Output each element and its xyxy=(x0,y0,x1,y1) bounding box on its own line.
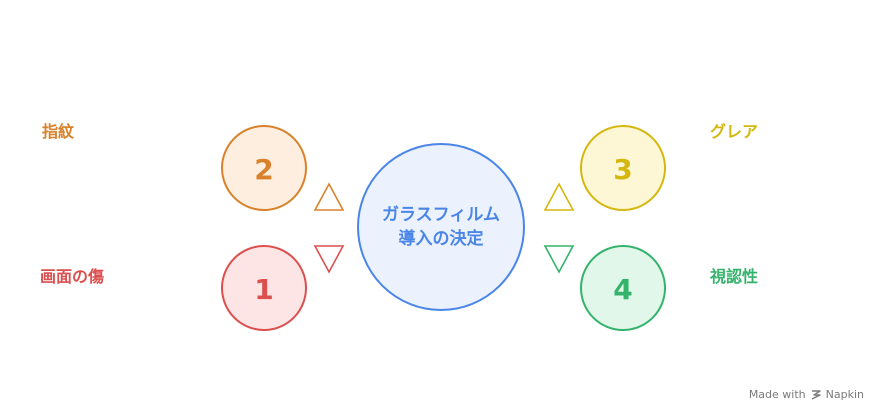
made-with-napkin-watermark: Made with Napkin xyxy=(749,388,864,401)
factor-circle-scratches xyxy=(221,245,307,331)
napkin-brand-text: Napkin xyxy=(825,388,864,401)
connector-triangle-scratches xyxy=(313,245,345,274)
factor-circle-visibility xyxy=(580,245,666,331)
factor-label-glare: グレア xyxy=(710,122,758,141)
factor-number-fingerprint: 2 xyxy=(254,153,273,186)
factor-number-visibility: 4 xyxy=(613,273,632,306)
factor-label-scratches: 画面の傷 xyxy=(40,267,104,286)
connector-triangle-glare xyxy=(543,182,575,211)
factor-circle-fingerprint xyxy=(221,125,307,211)
factor-circle-glare xyxy=(580,125,666,211)
center-circle xyxy=(357,143,525,311)
factor-label-fingerprint: 指紋 xyxy=(42,122,74,141)
center-title-line-1: ガラスフィルム xyxy=(382,205,500,225)
factor-label-visibility: 視認性 xyxy=(709,267,758,286)
factor-number-scratches: 1 xyxy=(254,273,273,306)
napkin-logo-icon xyxy=(811,389,821,400)
center-title-line-2: 導入の決定 xyxy=(399,228,484,249)
made-with-text: Made with xyxy=(748,388,806,401)
connector-triangle-fingerprint xyxy=(313,182,345,211)
factor-number-glare: 3 xyxy=(613,153,632,186)
connector-triangle-visibility xyxy=(543,245,575,274)
